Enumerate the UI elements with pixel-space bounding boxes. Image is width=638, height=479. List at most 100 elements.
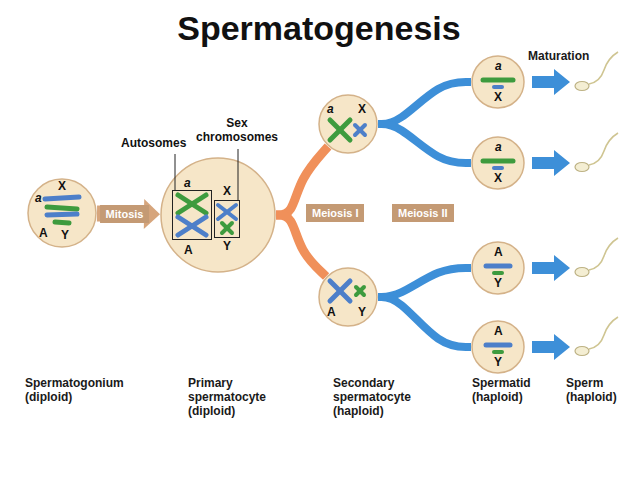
connector-line (378, 297, 471, 347)
sperm-tail (589, 52, 618, 84)
chromosome (330, 120, 350, 140)
chromosome (222, 223, 232, 233)
sperm-tail (589, 317, 618, 349)
chromosome (494, 85, 502, 89)
chromosome (47, 207, 77, 209)
chromosome-letter: a (35, 191, 42, 205)
chromosome (355, 125, 365, 135)
chromosome (355, 125, 365, 135)
cell-circle: aX (471, 136, 525, 190)
cell-circle: AY (471, 320, 525, 374)
chromosome (494, 166, 502, 170)
stage-connector (378, 297, 471, 347)
maturation-arrow (532, 334, 570, 360)
stage-caption: Secondary spermatocyte (haploid) (333, 376, 423, 418)
diagram-title: Spermatogenesis (0, 8, 638, 48)
connector-line (378, 124, 471, 163)
stage-tag: Meiosis II (392, 204, 454, 222)
cell-outline (472, 56, 524, 108)
chromosome (483, 159, 513, 164)
chromosome (330, 281, 350, 301)
cell-shape (215, 201, 241, 239)
cell-outline (319, 95, 377, 153)
stage-connector (97, 199, 160, 229)
stage-caption: Primary spermatocyte (diploid) (188, 376, 278, 418)
chromosome (494, 350, 502, 354)
chromosome-letter: A (494, 324, 503, 338)
chromosome-letter: X (494, 90, 502, 104)
chromosome (356, 287, 364, 295)
chromosome-letter: X (358, 102, 366, 116)
chromosome (55, 222, 69, 223)
chromosome (218, 205, 236, 219)
sperm-tail (589, 238, 618, 270)
sperm-head (575, 268, 589, 277)
chromosome (178, 195, 206, 213)
cell-outline (472, 242, 524, 294)
stage-connector (276, 215, 326, 276)
chromosome-letter: a (495, 140, 502, 154)
chromosome-letter: Y (494, 355, 502, 369)
chromosome-letter: Y (223, 239, 231, 253)
chromosome-letter: X (58, 179, 66, 193)
stage-label: Maturation (528, 49, 589, 63)
stage-caption: Spermatid (haploid) (472, 376, 542, 404)
chromosome-letter: Y (494, 276, 502, 290)
chromosome-box: Sex chromosomes (214, 200, 240, 238)
cell-circle: XaAY (27, 178, 97, 248)
chromosome-letter: Y (358, 305, 366, 319)
chromosome (330, 281, 350, 301)
chromosome (45, 197, 79, 199)
sperm-tail (589, 133, 618, 165)
chromosome (356, 287, 364, 295)
chromosome-letter: a (327, 102, 334, 116)
leader-line (238, 149, 239, 201)
stage-tag: Mitosis (100, 205, 150, 223)
chromosome-letter: A (327, 305, 336, 319)
stage-caption: Spermatogonium (diploid) (25, 376, 137, 404)
stage-caption: Sperm (haploid) (566, 376, 632, 404)
maturation-arrow (532, 150, 570, 176)
cell-outline (472, 137, 524, 189)
cell-outline (161, 158, 275, 272)
chromosome (330, 120, 350, 140)
cell-circle: AutosomesSex chromosomesaXAY (160, 157, 276, 273)
leader-line (175, 154, 176, 191)
stage-connector (378, 82, 471, 124)
sperm-head (575, 163, 589, 172)
callout-label: Sex chromosomes (196, 116, 278, 144)
maturation-arrows (532, 69, 570, 360)
chromosome-letter: A (184, 243, 193, 257)
chromosome (222, 223, 232, 233)
maturation-arrow (532, 69, 570, 95)
chromosome-box: Autosomes (172, 190, 212, 240)
stage-connector (378, 268, 471, 297)
cell-circle: aX (318, 94, 378, 154)
cell-circle: aX (471, 55, 525, 109)
chromosome (483, 78, 513, 83)
cell-shape (173, 191, 213, 241)
chromosome (178, 195, 206, 213)
connector-line (378, 82, 471, 124)
chromosome (486, 264, 510, 269)
chromosome-letter: X (494, 171, 502, 185)
chromosome (218, 205, 236, 219)
chromosome (494, 271, 502, 275)
chromosome (47, 214, 77, 215)
cell-circle: AY (471, 241, 525, 295)
connector-line (378, 268, 471, 297)
cell-outline (319, 268, 377, 326)
cell-shape (160, 157, 276, 273)
sperm-head (575, 82, 589, 91)
chromosome (178, 217, 206, 235)
chromosome-letter: Y (61, 228, 69, 242)
maturation-arrow (532, 255, 570, 281)
connector-line (276, 215, 326, 276)
chromosome (486, 343, 510, 348)
callout-label: Autosomes (121, 136, 186, 150)
chromosome-letter: a (184, 176, 191, 190)
sperm-heads (575, 82, 589, 356)
